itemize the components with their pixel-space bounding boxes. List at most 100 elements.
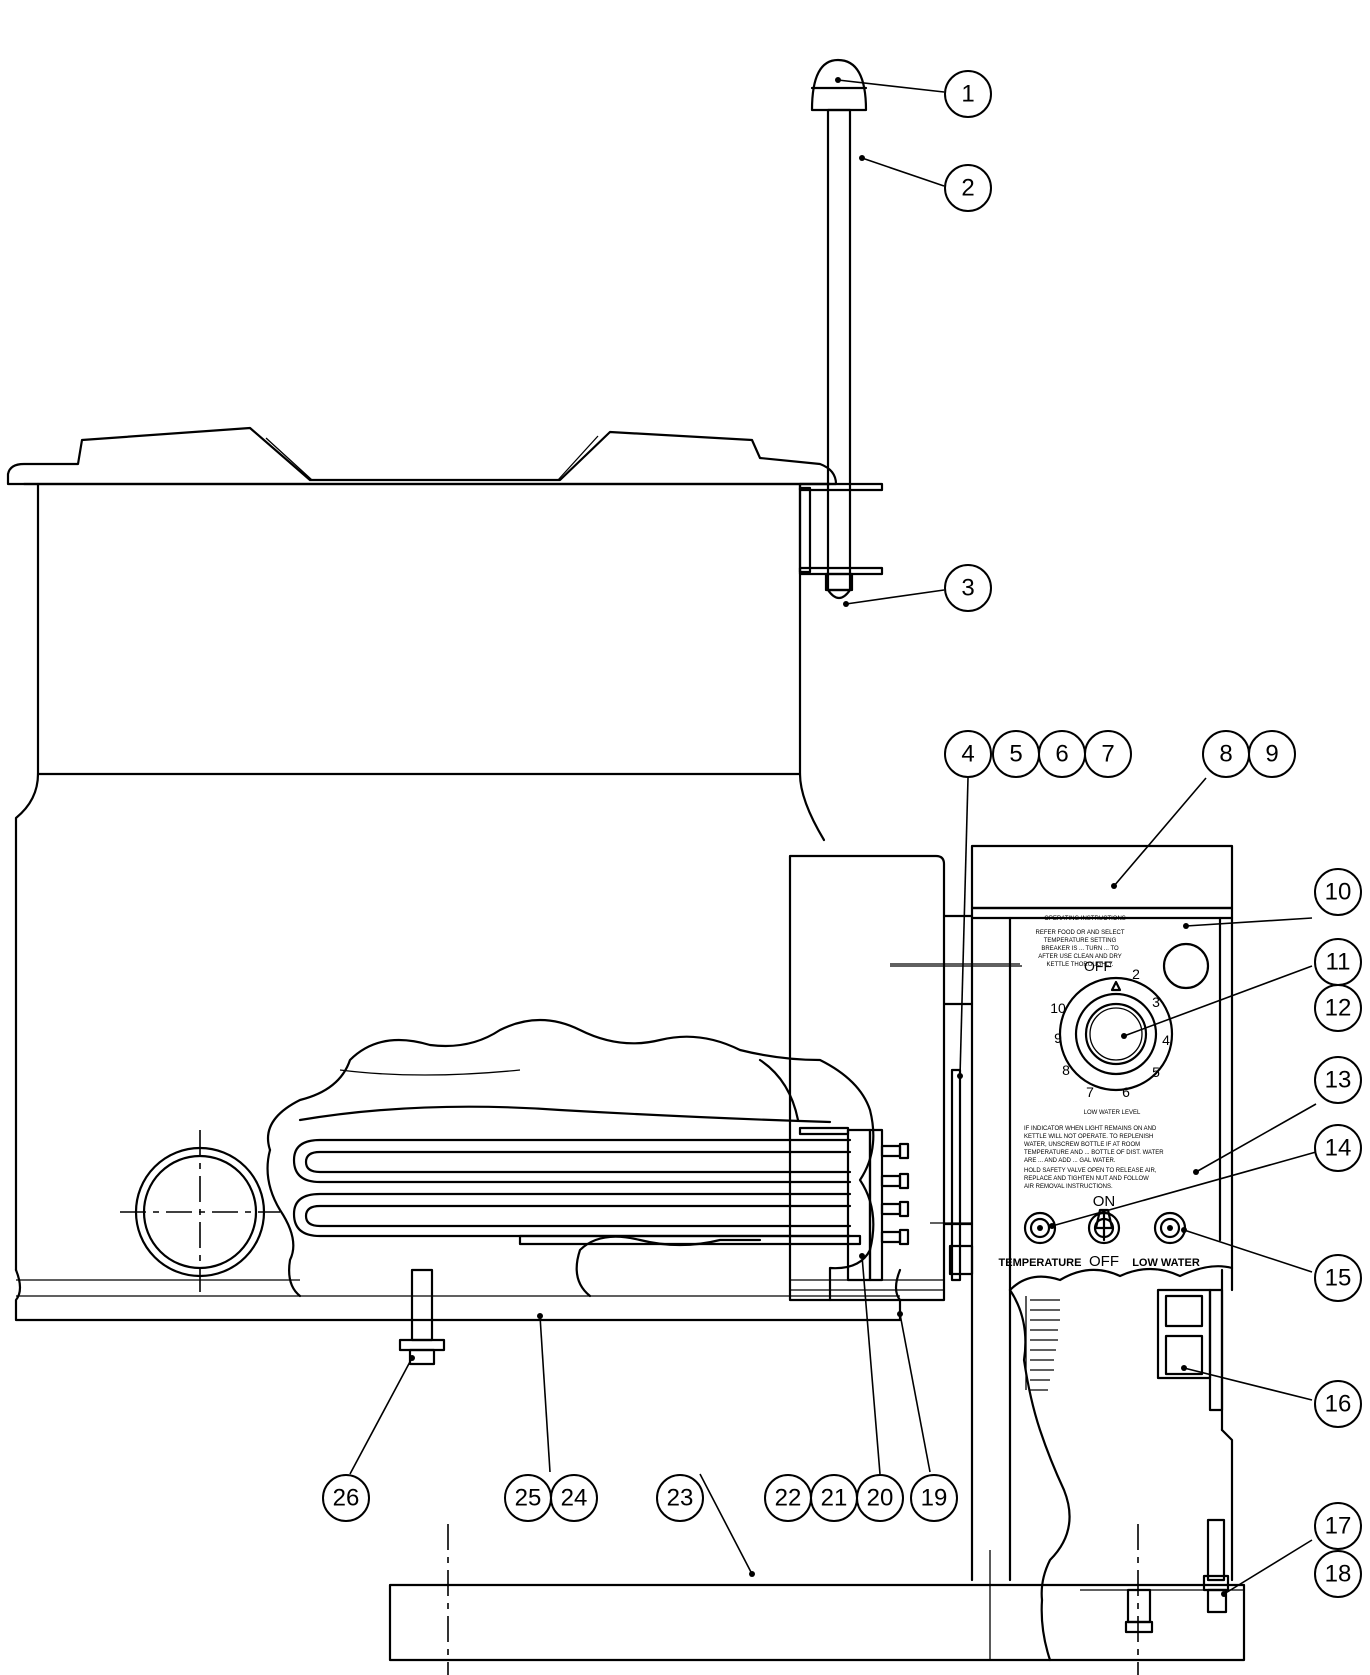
temperature-dial[interactable]: OFF 2 3 4 5 6 7 8 9 10 [1050,958,1174,1100]
svg-text:7: 7 [1101,741,1114,768]
tilt-handle [798,58,884,600]
svg-text:22: 22 [775,1485,802,1512]
callout-5: 5 [992,730,1040,778]
svg-text:8: 8 [1219,741,1232,768]
svg-text:19: 19 [921,1485,948,1512]
temperature-indicator-light [1023,1211,1057,1245]
element-housing [788,854,1022,1302]
callout-17: 17 [1314,1502,1362,1550]
callout-6: 6 [1038,730,1086,778]
power-toggle-switch[interactable] [1087,1208,1121,1245]
callout-22: 22 [764,1474,812,1522]
panel-notice: HOLD SAFETY VALVE OPEN TO RELEASE AIR, [1024,1168,1157,1174]
callout-15: 15 [1314,1254,1362,1302]
dial-number: 8 [1062,1062,1070,1078]
callout-18: 18 [1314,1550,1362,1598]
svg-text:17: 17 [1325,1513,1352,1540]
kettle-body [14,482,902,1322]
panel-instruction: BREAKER IS ... TURN ... TO [1041,946,1119,952]
svg-text:12: 12 [1325,995,1352,1022]
callout-16: 16 [1314,1380,1362,1428]
callout-8: 8 [1202,730,1250,778]
panel-instruction: REFER FOOD OR AND SELECT [1035,930,1124,936]
svg-text:16: 16 [1325,1391,1352,1418]
temperature-label: TEMPERATURE [999,1257,1082,1269]
control-panel: OPERATING INSTRUCTIONS REFER FOOD OR AND… [970,844,1234,1614]
panel-title: OPERATING INSTRUCTIONS [1044,916,1126,922]
svg-text:6: 6 [1055,741,1068,768]
panel-instruction: KETTLE THOROUGHLY. [1046,962,1113,968]
callout-24: 24 [550,1474,598,1522]
svg-text:15: 15 [1325,1265,1352,1292]
panel-notice: REPLACE AND TIGHTEN NUT AND FOLLOW [1024,1176,1149,1182]
callout-11: 11 [1314,938,1362,986]
svg-text:20: 20 [867,1485,894,1512]
pilot-light [1162,942,1210,990]
kettle-lid [6,426,838,486]
panel-notice: WATER, UNSCREW BOTTLE IF AT ROOM [1024,1142,1140,1148]
panel-notice: KETTLE WILL NOT OPERATE. TO REPLENISH [1024,1134,1153,1140]
callout-19: 19 [910,1474,958,1522]
svg-text:9: 9 [1265,741,1278,768]
panel-notice: IF INDICATOR WHEN LIGHT REMAINS ON AND [1024,1126,1157,1132]
dial-number: 10 [1050,1000,1066,1016]
handle-knob [810,58,868,112]
callout-21: 21 [810,1474,858,1522]
dial-number: 5 [1152,1064,1160,1080]
svg-text:11: 11 [1326,949,1351,976]
handle-rod [826,108,852,592]
dial-off-label: OFF [1084,958,1112,974]
callout-25: 25 [504,1474,552,1522]
callout-9: 9 [1248,730,1296,778]
cutaway-heating-element [266,1018,910,1302]
switch-off-label: OFF [1089,1253,1119,1270]
low-water-indicator-light [1153,1211,1187,1245]
panel-instruction: AFTER USE CLEAN AND DRY [1038,954,1122,960]
svg-text:26: 26 [333,1485,360,1512]
panel-notice: TEMPERATURE AND ... BOTTLE OF DIST. WATE… [1024,1150,1164,1156]
callout-leaders [349,77,1317,1597]
callout-10: 10 [1314,868,1362,916]
low-water-level-label: LOW WATER LEVEL [1084,1110,1141,1116]
callout-2: 2 [944,164,992,212]
callout-7: 7 [1084,730,1132,778]
callout-13: 13 [1314,1056,1362,1104]
switch-on-label: ON [1093,1193,1116,1210]
callout-3: 3 [944,564,992,612]
svg-text:13: 13 [1325,1067,1352,1094]
panel-notice: AIR REMOVAL INSTRUCTIONS. [1024,1184,1113,1190]
panel-notice: ARE ... AND ADD ... GAL WATER. [1024,1158,1116,1164]
callout-14: 14 [1314,1124,1362,1172]
callout-12: 12 [1314,984,1362,1032]
support-post [398,1268,446,1366]
dial-number: 2 [1132,966,1140,982]
dial-number: 6 [1122,1084,1130,1100]
callout-23: 23 [656,1474,704,1522]
low-water-label: LOW WATER [1132,1257,1200,1269]
svg-text:18: 18 [1325,1561,1352,1588]
svg-text:1: 1 [961,81,974,108]
svg-text:5: 5 [1009,741,1022,768]
panel-instruction: TEMPERATURE SETTING [1044,938,1117,944]
callout-4: 4 [944,730,992,778]
svg-text:24: 24 [561,1485,588,1512]
drain-port [120,1130,280,1292]
svg-text:3: 3 [961,575,974,602]
svg-text:25: 25 [515,1485,542,1512]
svg-text:4: 4 [961,741,974,768]
handle-nut [824,572,854,592]
svg-text:21: 21 [821,1485,848,1512]
dial-number: 4 [1162,1032,1170,1048]
dial-number: 7 [1086,1084,1094,1100]
svg-text:14: 14 [1325,1135,1352,1162]
base-stand [388,1524,1246,1675]
svg-text:2: 2 [961,175,974,202]
callout-20: 20 [856,1474,904,1522]
callout-1: 1 [944,70,992,118]
svg-text:10: 10 [1325,879,1352,906]
callout-26: 26 [322,1474,370,1522]
dial-number: 9 [1054,1030,1062,1046]
svg-text:23: 23 [667,1485,694,1512]
